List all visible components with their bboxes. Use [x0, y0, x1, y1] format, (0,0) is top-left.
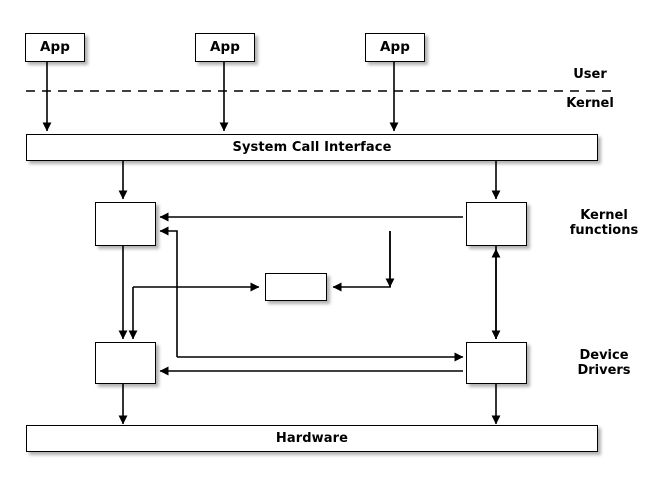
kernel-function-box-right[interactable] — [466, 202, 527, 246]
hardware-label: Hardware — [275, 431, 349, 446]
device-driver-box-right[interactable] — [466, 342, 527, 384]
kernel-function-box-left[interactable] — [95, 202, 156, 246]
kernel-function-box-middle[interactable] — [265, 273, 327, 301]
user-layer-label: User — [573, 67, 607, 82]
app-box-1-label: App — [39, 38, 71, 55]
app-box-2-label: App — [209, 38, 241, 55]
device-drivers-group-label: Device Drivers — [577, 348, 631, 378]
system-call-interface-box[interactable]: System Call Interface — [26, 134, 598, 161]
app-box-2[interactable]: App — [195, 33, 255, 62]
hardware-box[interactable]: Hardware — [26, 425, 598, 452]
app-box-1[interactable]: App — [25, 33, 85, 62]
device-driver-box-left[interactable] — [95, 342, 156, 384]
kernel-functions-group-label: Kernel functions — [569, 208, 639, 238]
wire-drvpath-to-kfuncleft — [159, 226, 178, 357]
app-box-3-label: App — [379, 38, 411, 55]
system-call-interface-label: System Call Interface — [232, 140, 392, 155]
kernel-layer-label: Kernel — [566, 96, 614, 111]
app-box-3[interactable]: App — [365, 33, 425, 62]
wire-kfuncright-to-mid — [332, 231, 391, 292]
